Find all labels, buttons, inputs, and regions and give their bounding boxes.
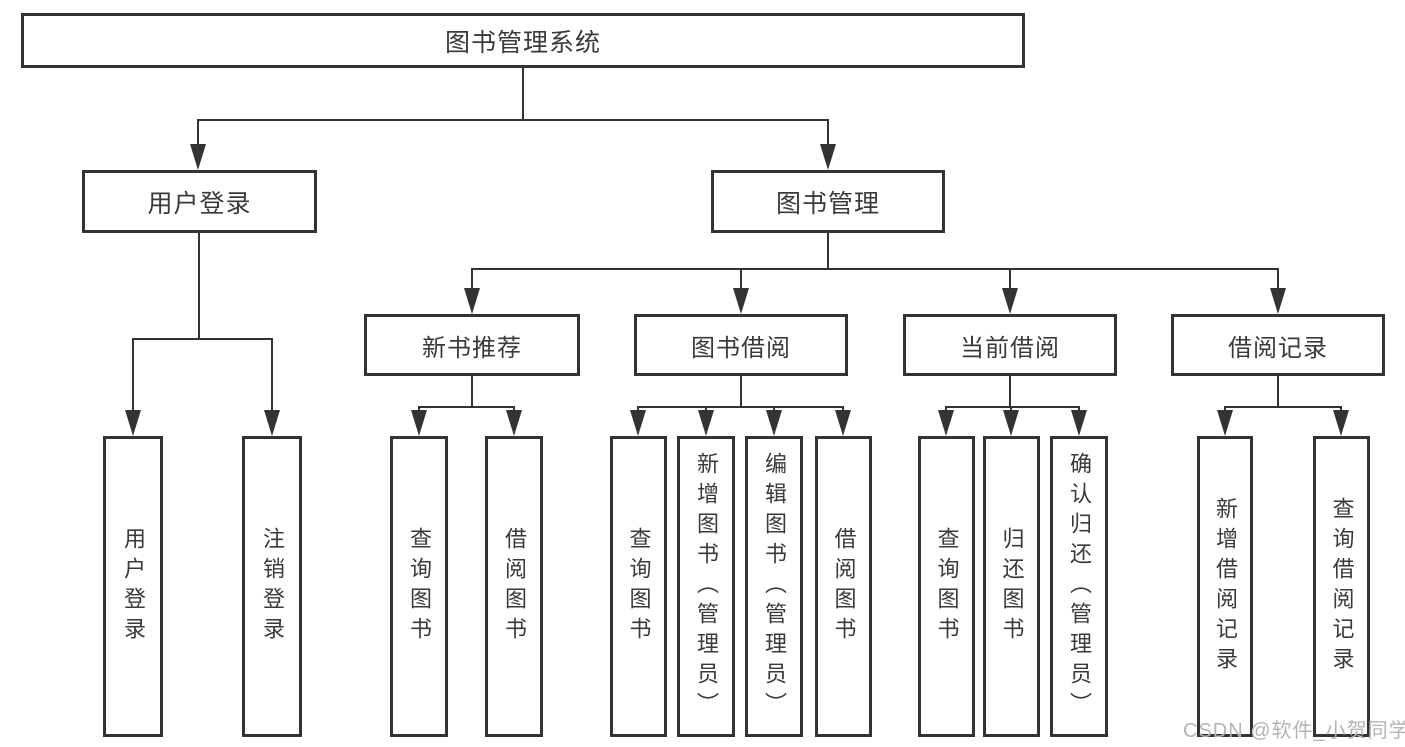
connector-arrow [733,288,749,314]
node-book-borrow: 图书借阅 [634,314,848,376]
node-book-management: 图书管理 [711,170,945,233]
connector-line [418,406,515,408]
leaf-borrow-books: 借阅图书 [815,436,872,737]
connector-line [471,376,473,406]
connector-line [945,406,1080,408]
leaf-query-books-current: 查询图书 [918,436,975,737]
connector-line [1009,376,1011,406]
connector-line [197,119,199,146]
leaf-edit-book-admin: 编辑图书（管理员） [745,436,803,737]
connector-line [827,233,829,268]
connector-arrow [766,410,782,436]
connector-arrow [1270,288,1286,314]
connector-arrow [264,410,280,436]
connector-arrow [464,288,480,314]
connector-line [132,338,273,340]
leaf-user-login: 用户登录 [103,436,163,737]
connector-line [740,268,742,290]
leaf-add-book-admin: 新增图书（管理员） [677,436,735,737]
node-current-borrow: 当前借阅 [903,314,1117,376]
connector-line [198,233,200,338]
connector-arrow [1003,410,1019,436]
connector-line [1277,376,1279,406]
node-new-book-recommend: 新书推荐 [364,314,580,376]
connector-arrow [1333,410,1349,436]
connector-line [132,338,134,412]
leaf-return-book: 归还图书 [983,436,1040,737]
connector-line [740,376,742,406]
connector-arrow [411,410,427,436]
connector-arrow [938,410,954,436]
connector-line [271,338,273,412]
connector-line [471,268,1279,270]
leaf-query-borrow-record: 查询借阅记录 [1313,436,1370,737]
connector-line [1277,268,1279,290]
connector-line [471,268,473,290]
leaf-confirm-return-admin: 确认归还（管理员） [1050,436,1108,737]
connector-arrow [630,410,646,436]
leaf-logout: 注销登录 [242,436,302,737]
node-library-system: 图书管理系统 [21,13,1025,68]
connector-line [637,406,844,408]
node-user-login: 用户登录 [82,170,317,233]
connector-line [197,119,829,121]
connector-line [827,119,829,146]
leaf-add-borrow-record: 新增借阅记录 [1197,436,1253,737]
connector-arrow [125,410,141,436]
connector-arrow [1002,288,1018,314]
connector-line [1224,406,1342,408]
leaf-query-books-recommend: 查询图书 [390,436,448,737]
csdn-watermark: CSDN @软件_小贺同学 [1183,720,1405,742]
node-borrow-records: 借阅记录 [1171,314,1385,376]
connector-arrow [1217,410,1233,436]
connector-arrow [698,410,714,436]
leaf-query-books-borrow: 查询图书 [610,436,667,737]
connector-line [522,68,524,119]
connector-arrow [190,144,206,170]
connector-arrow [820,144,836,170]
leaf-borrow-books-recommend: 借阅图书 [485,436,543,737]
connector-line [1009,268,1011,290]
connector-arrow [1071,410,1087,436]
connector-arrow [506,410,522,436]
connector-arrow [835,410,851,436]
